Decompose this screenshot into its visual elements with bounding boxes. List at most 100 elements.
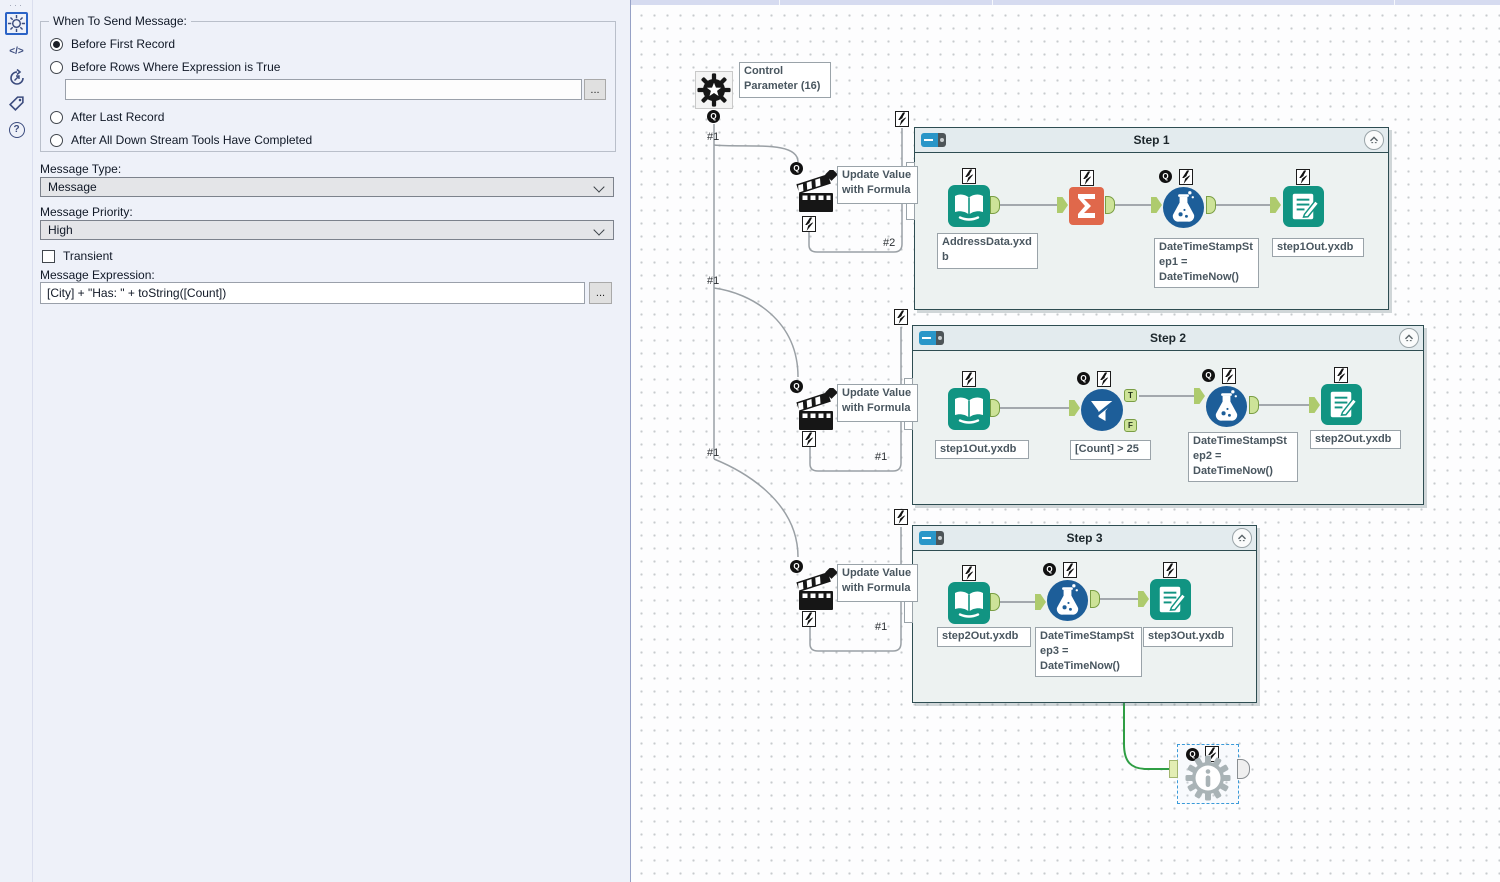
help-icon[interactable]: ? bbox=[5, 118, 28, 141]
container-enable-toggle[interactable] bbox=[919, 331, 944, 345]
question-anchor[interactable]: Q bbox=[1077, 372, 1090, 385]
tool-container-step2[interactable]: Step 2 Q T F Q step1Out.yxdb bbox=[904, 325, 1424, 505]
message-expression-input[interactable]: [City] + "Has: " + toString([Count]) bbox=[40, 282, 585, 304]
panel-drag-handle[interactable]: ··· bbox=[9, 0, 24, 10]
input-anchor[interactable] bbox=[1138, 591, 1149, 607]
lightning-action-anchor[interactable] bbox=[962, 168, 976, 184]
action-annotation[interactable]: Update Value with Formula bbox=[837, 564, 918, 602]
tool-annotation[interactable]: AddressData.yxdb bbox=[937, 233, 1038, 269]
container-header[interactable]: Step 2 bbox=[913, 326, 1423, 351]
question-anchor[interactable]: Q bbox=[1186, 748, 1199, 761]
lightning-action-anchor[interactable] bbox=[1080, 170, 1094, 186]
container-header[interactable]: Step 1 bbox=[915, 128, 1388, 153]
input-anchor[interactable] bbox=[1151, 197, 1162, 213]
lightning-action-anchor[interactable] bbox=[802, 431, 816, 447]
input-anchor[interactable] bbox=[1309, 397, 1320, 413]
input-data-tool-icon[interactable] bbox=[948, 582, 990, 624]
input-data-tool-icon[interactable] bbox=[948, 185, 990, 227]
configuration-gear-icon[interactable] bbox=[5, 12, 28, 35]
container-enable-toggle[interactable] bbox=[919, 531, 944, 545]
lightning-action-anchor[interactable] bbox=[1296, 169, 1310, 185]
control-parameter-annotation[interactable]: Control Parameter (16) bbox=[739, 62, 831, 98]
input-anchor[interactable] bbox=[1069, 400, 1080, 416]
lightning-action-anchor[interactable] bbox=[802, 216, 816, 232]
lightning-container-anchor[interactable] bbox=[894, 509, 908, 525]
action-annotation[interactable]: Update Value with Formula bbox=[837, 166, 918, 204]
action-update-value-icon[interactable] bbox=[795, 170, 837, 214]
tool-annotation[interactable]: step2Out.yxdb bbox=[937, 627, 1031, 647]
refresh-sync-icon[interactable] bbox=[5, 66, 28, 89]
formula-tool-icon[interactable] bbox=[1046, 579, 1089, 622]
lightning-action-anchor[interactable] bbox=[962, 565, 976, 581]
lightning-action-anchor[interactable] bbox=[962, 371, 976, 387]
tool-annotation[interactable]: DateTimeStampStep2 = DateTimeNow() bbox=[1188, 432, 1298, 482]
message-output-anchor[interactable] bbox=[1237, 759, 1250, 779]
input-anchor[interactable] bbox=[1057, 197, 1068, 213]
output-anchor[interactable] bbox=[990, 399, 1000, 417]
output-data-tool-icon[interactable] bbox=[1321, 384, 1362, 425]
false-anchor[interactable]: F bbox=[1124, 419, 1137, 432]
tool-container-step3[interactable]: Step 3 Q step2Out.yxdb DateTimeStampStep… bbox=[904, 525, 1257, 703]
output-anchor[interactable] bbox=[1105, 196, 1115, 214]
action-annotation[interactable]: Update Value with Formula bbox=[837, 384, 918, 422]
output-data-tool-icon[interactable] bbox=[1150, 579, 1191, 620]
expression-browse-button[interactable]: ... bbox=[584, 79, 606, 100]
output-anchor[interactable] bbox=[990, 196, 1000, 214]
message-expression-browse-button[interactable]: ... bbox=[589, 282, 612, 304]
question-anchor[interactable]: Q bbox=[707, 110, 720, 123]
summarize-tool-icon[interactable] bbox=[1069, 187, 1104, 225]
control-parameter-tool[interactable] bbox=[695, 71, 733, 109]
tag-annotation-icon[interactable] bbox=[5, 92, 28, 115]
message-tool-selection[interactable]: Q bbox=[1177, 744, 1239, 804]
container-collapse-button[interactable] bbox=[1364, 130, 1384, 150]
input-anchor[interactable] bbox=[1194, 388, 1205, 404]
lightning-action-anchor[interactable] bbox=[1334, 367, 1348, 383]
container-header[interactable]: Step 3 bbox=[913, 526, 1256, 551]
lightning-action-anchor[interactable] bbox=[1097, 371, 1111, 387]
question-anchor[interactable]: Q bbox=[790, 560, 803, 573]
transient-checkbox-row[interactable]: Transient bbox=[42, 249, 113, 263]
tool-annotation[interactable]: DateTimeStampStep3 = DateTimeNow() bbox=[1035, 627, 1142, 677]
formula-tool-icon[interactable] bbox=[1205, 385, 1248, 428]
output-anchor[interactable] bbox=[990, 593, 1000, 611]
message-tool-gear-info-icon[interactable] bbox=[1185, 755, 1231, 801]
formula-tool-icon[interactable] bbox=[1162, 186, 1205, 229]
message-priority-select[interactable]: High bbox=[40, 220, 614, 240]
lightning-action-anchor[interactable] bbox=[1222, 368, 1236, 384]
tool-annotation[interactable]: step2Out.yxdb bbox=[1310, 430, 1401, 450]
lightning-container-anchor[interactable] bbox=[894, 309, 908, 325]
container-collapse-button[interactable] bbox=[1399, 328, 1419, 348]
code-editor-icon[interactable]: </> bbox=[9, 46, 24, 57]
radio-after-all-downstream-tools[interactable]: After All Down Stream Tools Have Complet… bbox=[50, 133, 312, 147]
radio-dot[interactable] bbox=[50, 37, 63, 51]
output-data-tool-icon[interactable] bbox=[1283, 186, 1324, 227]
filter-tool-icon[interactable] bbox=[1080, 388, 1124, 432]
message-type-select[interactable]: Message bbox=[40, 177, 614, 197]
input-anchor[interactable] bbox=[1270, 197, 1281, 213]
lightning-action-anchor[interactable] bbox=[1063, 562, 1077, 578]
message-input-anchor[interactable] bbox=[1169, 760, 1178, 778]
container-collapse-button[interactable] bbox=[1232, 528, 1252, 548]
tool-annotation[interactable]: DateTimeStampStep1 = DateTimeNow() bbox=[1154, 238, 1259, 288]
workflow-canvas[interactable]: #1 #1 #1 #2 #1 #1 Q Control Parameter (1… bbox=[631, 0, 1500, 882]
input-data-tool-icon[interactable] bbox=[948, 388, 990, 430]
control-parameter-gear-icon[interactable] bbox=[697, 73, 731, 107]
output-anchor[interactable] bbox=[1206, 196, 1216, 214]
radio-dot[interactable] bbox=[50, 60, 63, 74]
tool-annotation[interactable]: step1Out.yxdb bbox=[1272, 238, 1364, 258]
tool-container-step1[interactable]: Step 1 Q AddressData.yxdb DateTimeS bbox=[906, 127, 1389, 310]
lightning-action-anchor[interactable] bbox=[1163, 562, 1177, 578]
action-update-value-icon[interactable] bbox=[795, 388, 837, 432]
question-anchor[interactable]: Q bbox=[1159, 170, 1172, 183]
lightning-action-anchor[interactable] bbox=[802, 611, 816, 627]
tool-annotation[interactable]: step3Out.yxdb bbox=[1143, 627, 1233, 647]
container-enable-toggle[interactable] bbox=[921, 133, 946, 147]
expression-input[interactable] bbox=[65, 79, 582, 100]
input-anchor[interactable] bbox=[1035, 594, 1046, 610]
output-anchor[interactable] bbox=[1090, 590, 1100, 608]
question-anchor[interactable]: Q bbox=[790, 162, 803, 175]
true-anchor[interactable]: T bbox=[1124, 389, 1137, 402]
radio-before-rows-where-expression-true[interactable]: Before Rows Where Expression is True bbox=[50, 60, 280, 74]
lightning-action-anchor[interactable] bbox=[1179, 169, 1193, 185]
output-anchor[interactable] bbox=[1249, 396, 1259, 414]
